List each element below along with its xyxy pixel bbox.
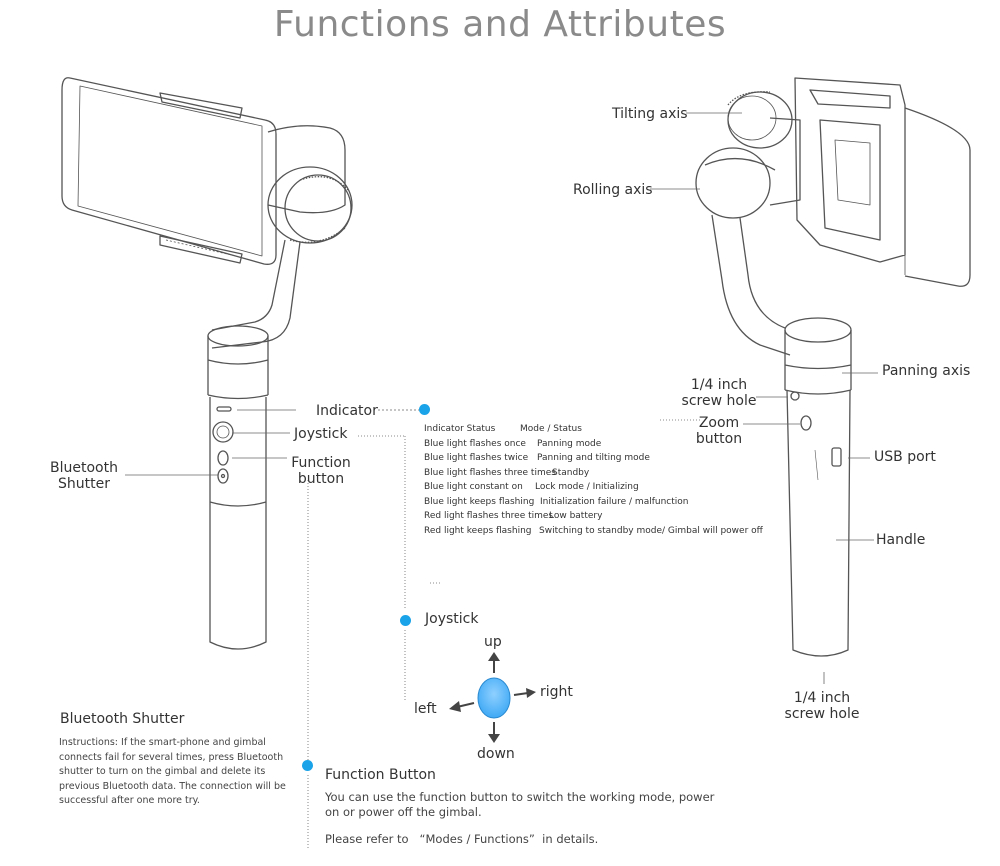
row-status: Blue light keeps flashing bbox=[424, 496, 535, 507]
indicator-status-table: Indicator Status Mode / Status Blue ligh… bbox=[424, 424, 784, 540]
row-mode: Switching to standby mode/ Gimbal will p… bbox=[539, 525, 763, 536]
table-row: Red light keeps flashing Switching to st… bbox=[424, 526, 784, 541]
table-row: Blue light flashes once Panning mode bbox=[424, 439, 784, 454]
indicator-bullet bbox=[419, 404, 430, 415]
left-gimbal-drawing bbox=[61, 77, 353, 650]
arrow-right bbox=[513, 692, 529, 696]
screw-hole-top-label: 1/4 inch screw hole bbox=[681, 377, 757, 409]
zoom-button-label: Zoom button bbox=[695, 415, 743, 447]
row-status: Red light keeps flashing bbox=[424, 525, 532, 536]
bluetooth-instructions: Instructions: If the smart-phone and gim… bbox=[59, 737, 286, 806]
table-row: Blue light keeps flashing Initialization… bbox=[424, 497, 784, 512]
table-row: Blue light constant on Lock mode / Initi… bbox=[424, 482, 784, 497]
leader-lines bbox=[125, 112, 878, 850]
row-mode: Lock mode / Initializing bbox=[535, 482, 639, 492]
row-status: Blue light flashes once bbox=[424, 438, 526, 449]
row-mode: Panning and tilting mode bbox=[537, 453, 650, 463]
table-header: Indicator Status Mode / Status bbox=[424, 424, 784, 439]
joystick-knob bbox=[477, 677, 511, 719]
joystick-label: Joystick bbox=[294, 426, 348, 442]
row-status: Blue light constant on bbox=[424, 482, 523, 492]
function-bullet bbox=[302, 760, 313, 771]
tilting-axis-label: Tilting axis bbox=[612, 106, 688, 122]
row-mode: Initialization failure / malfunction bbox=[540, 496, 689, 507]
panning-axis-label: Panning axis bbox=[882, 363, 971, 379]
joystick-section-title: Joystick bbox=[425, 611, 479, 627]
row-status: Red light flashes three times bbox=[424, 511, 554, 521]
table-row: Red light flashes three times Low batter… bbox=[424, 511, 784, 526]
rolling-axis-label: Rolling axis bbox=[573, 182, 653, 198]
joystick-up-label: up bbox=[484, 634, 502, 650]
joystick-left-label: left bbox=[414, 701, 437, 717]
usb-port-label: USB port bbox=[874, 449, 936, 465]
row-mode: Standby bbox=[552, 467, 590, 478]
bluetooth-section-title: Bluetooth Shutter bbox=[60, 711, 185, 727]
row-status: Blue light flashes three times bbox=[424, 467, 556, 478]
row-mode: Low battery bbox=[549, 511, 603, 521]
function-section-title: Function Button bbox=[325, 767, 436, 783]
handle-label: Handle bbox=[876, 532, 926, 548]
page-title: Functions and Attributes bbox=[273, 4, 727, 45]
table-row: Blue light flashes twice Panning and til… bbox=[424, 453, 784, 468]
screw-hole-bottom-label: 1/4 inch screw hole bbox=[784, 690, 860, 722]
joystick-bullet bbox=[400, 615, 411, 626]
row-status: Blue light flashes twice bbox=[424, 453, 529, 463]
joystick-down-label: down bbox=[477, 746, 515, 762]
table-header-status: Indicator Status bbox=[424, 424, 496, 434]
bluetooth-shutter-label: Bluetooth Shutter bbox=[50, 460, 118, 492]
table-header-mode: Mode / Status bbox=[520, 424, 582, 434]
function-reference-note: Please refer to “Modes / Functions” in d… bbox=[325, 832, 599, 846]
table-row: Blue light flashes three times Standby bbox=[424, 468, 784, 483]
right-gimbal-drawing bbox=[695, 77, 971, 657]
row-mode: Panning mode bbox=[537, 438, 602, 449]
function-description: You can use the function button to switc… bbox=[325, 790, 715, 819]
function-button-label: Function button bbox=[291, 455, 351, 487]
joystick-right-label: right bbox=[540, 684, 573, 700]
indicator-label: Indicator bbox=[316, 403, 378, 419]
joystick-diagram bbox=[449, 652, 536, 743]
